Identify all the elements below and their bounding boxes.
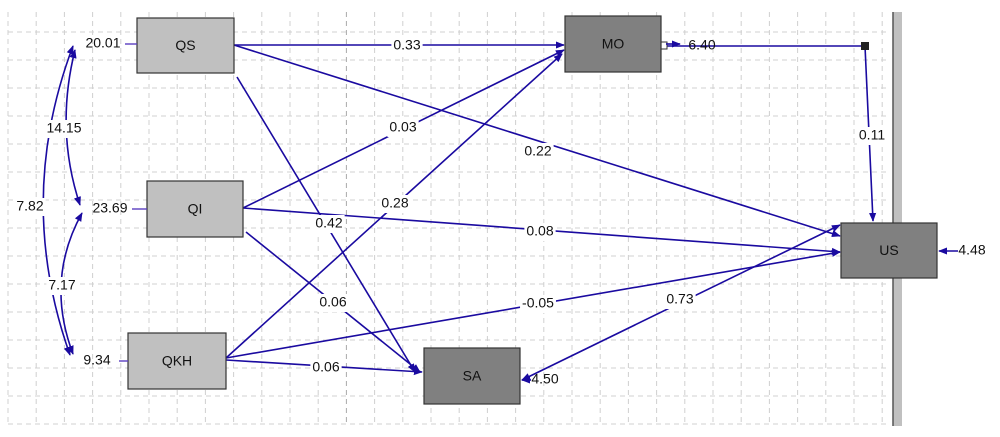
node-label: SA (463, 368, 482, 384)
path-coefficient-label-bg (391, 37, 423, 55)
path-coefficient-label: 0.08 (526, 223, 553, 239)
path-coefficient-label-bg (522, 143, 554, 161)
path-coefficient-label: -0.05 (522, 295, 554, 311)
node-label: US (879, 242, 898, 258)
variance-label: 20.01 (85, 35, 120, 51)
path-coefficient-label-bg (310, 359, 342, 377)
path-coefficient-label: 0.06 (312, 359, 339, 375)
variance-label: 23.69 (92, 200, 127, 216)
covariance-label: 7.82 (16, 198, 43, 214)
path-coefficient-label-bg (313, 215, 345, 233)
covariance-label: 14.15 (46, 120, 81, 136)
node-qi[interactable]: QI 23.69 (92, 180, 244, 238)
path-coefficient-label: 0.73 (666, 291, 693, 307)
canvas-boundary-bar (893, 12, 902, 426)
node-box[interactable] (423, 347, 521, 405)
variance-label: 4.50 (531, 371, 558, 387)
path-coefficient-label: 0.11 (859, 127, 885, 143)
path-coefficient-label-bg (387, 119, 419, 137)
node-label: QS (175, 37, 195, 53)
node-box[interactable] (840, 222, 938, 279)
covariance-label-bg (44, 120, 84, 138)
node-box[interactable] (136, 17, 235, 74)
edge-anchor-handle[interactable] (660, 41, 668, 50)
node-mo[interactable]: MO 6.40 (564, 15, 716, 73)
path-coefficient-label-bg (524, 223, 556, 241)
node-sa[interactable]: SA 4.50 (423, 347, 559, 405)
node-box[interactable] (146, 180, 244, 238)
path-coefficient-label-bg (664, 291, 696, 309)
path-coefficient-label: 0.33 (393, 37, 420, 53)
path-qs-to-us[interactable] (233, 44, 841, 237)
node-box[interactable] (564, 15, 662, 73)
path-coefficient-label-bg (520, 295, 556, 313)
path-coefficient-label: 0.06 (319, 294, 346, 310)
path-coefficient-label: 0.22 (524, 143, 551, 159)
path-coefficient-label-bg (856, 127, 888, 145)
node-label: QI (188, 201, 203, 217)
variance-label: 6.40 (688, 37, 715, 53)
covariance-label-bg (14, 198, 46, 216)
node-qs[interactable]: QS 20.01 (85, 17, 235, 74)
path-coefficient-label-bg (317, 294, 349, 312)
path-coefficient-label-bg (379, 195, 411, 213)
node-qkh[interactable]: QKH 9.34 (83, 332, 227, 390)
variance-label: 4.48 (958, 242, 985, 258)
edge-bend-handle[interactable] (861, 42, 869, 50)
node-box[interactable] (127, 332, 227, 390)
path-coefficient-label: 0.28 (381, 195, 408, 211)
path-coefficient-label: 0.42 (315, 215, 342, 231)
covariance-label-bg (46, 277, 78, 295)
covariance-label: 7.17 (48, 277, 75, 293)
node-us[interactable]: US 4.48 (840, 222, 986, 279)
variance-label: 9.34 (83, 352, 110, 368)
node-label: MO (602, 36, 625, 52)
path-mo-to-us[interactable] (661, 45, 877, 222)
node-label: QKH (162, 353, 192, 369)
path-coefficient-label: 0.03 (389, 119, 416, 135)
